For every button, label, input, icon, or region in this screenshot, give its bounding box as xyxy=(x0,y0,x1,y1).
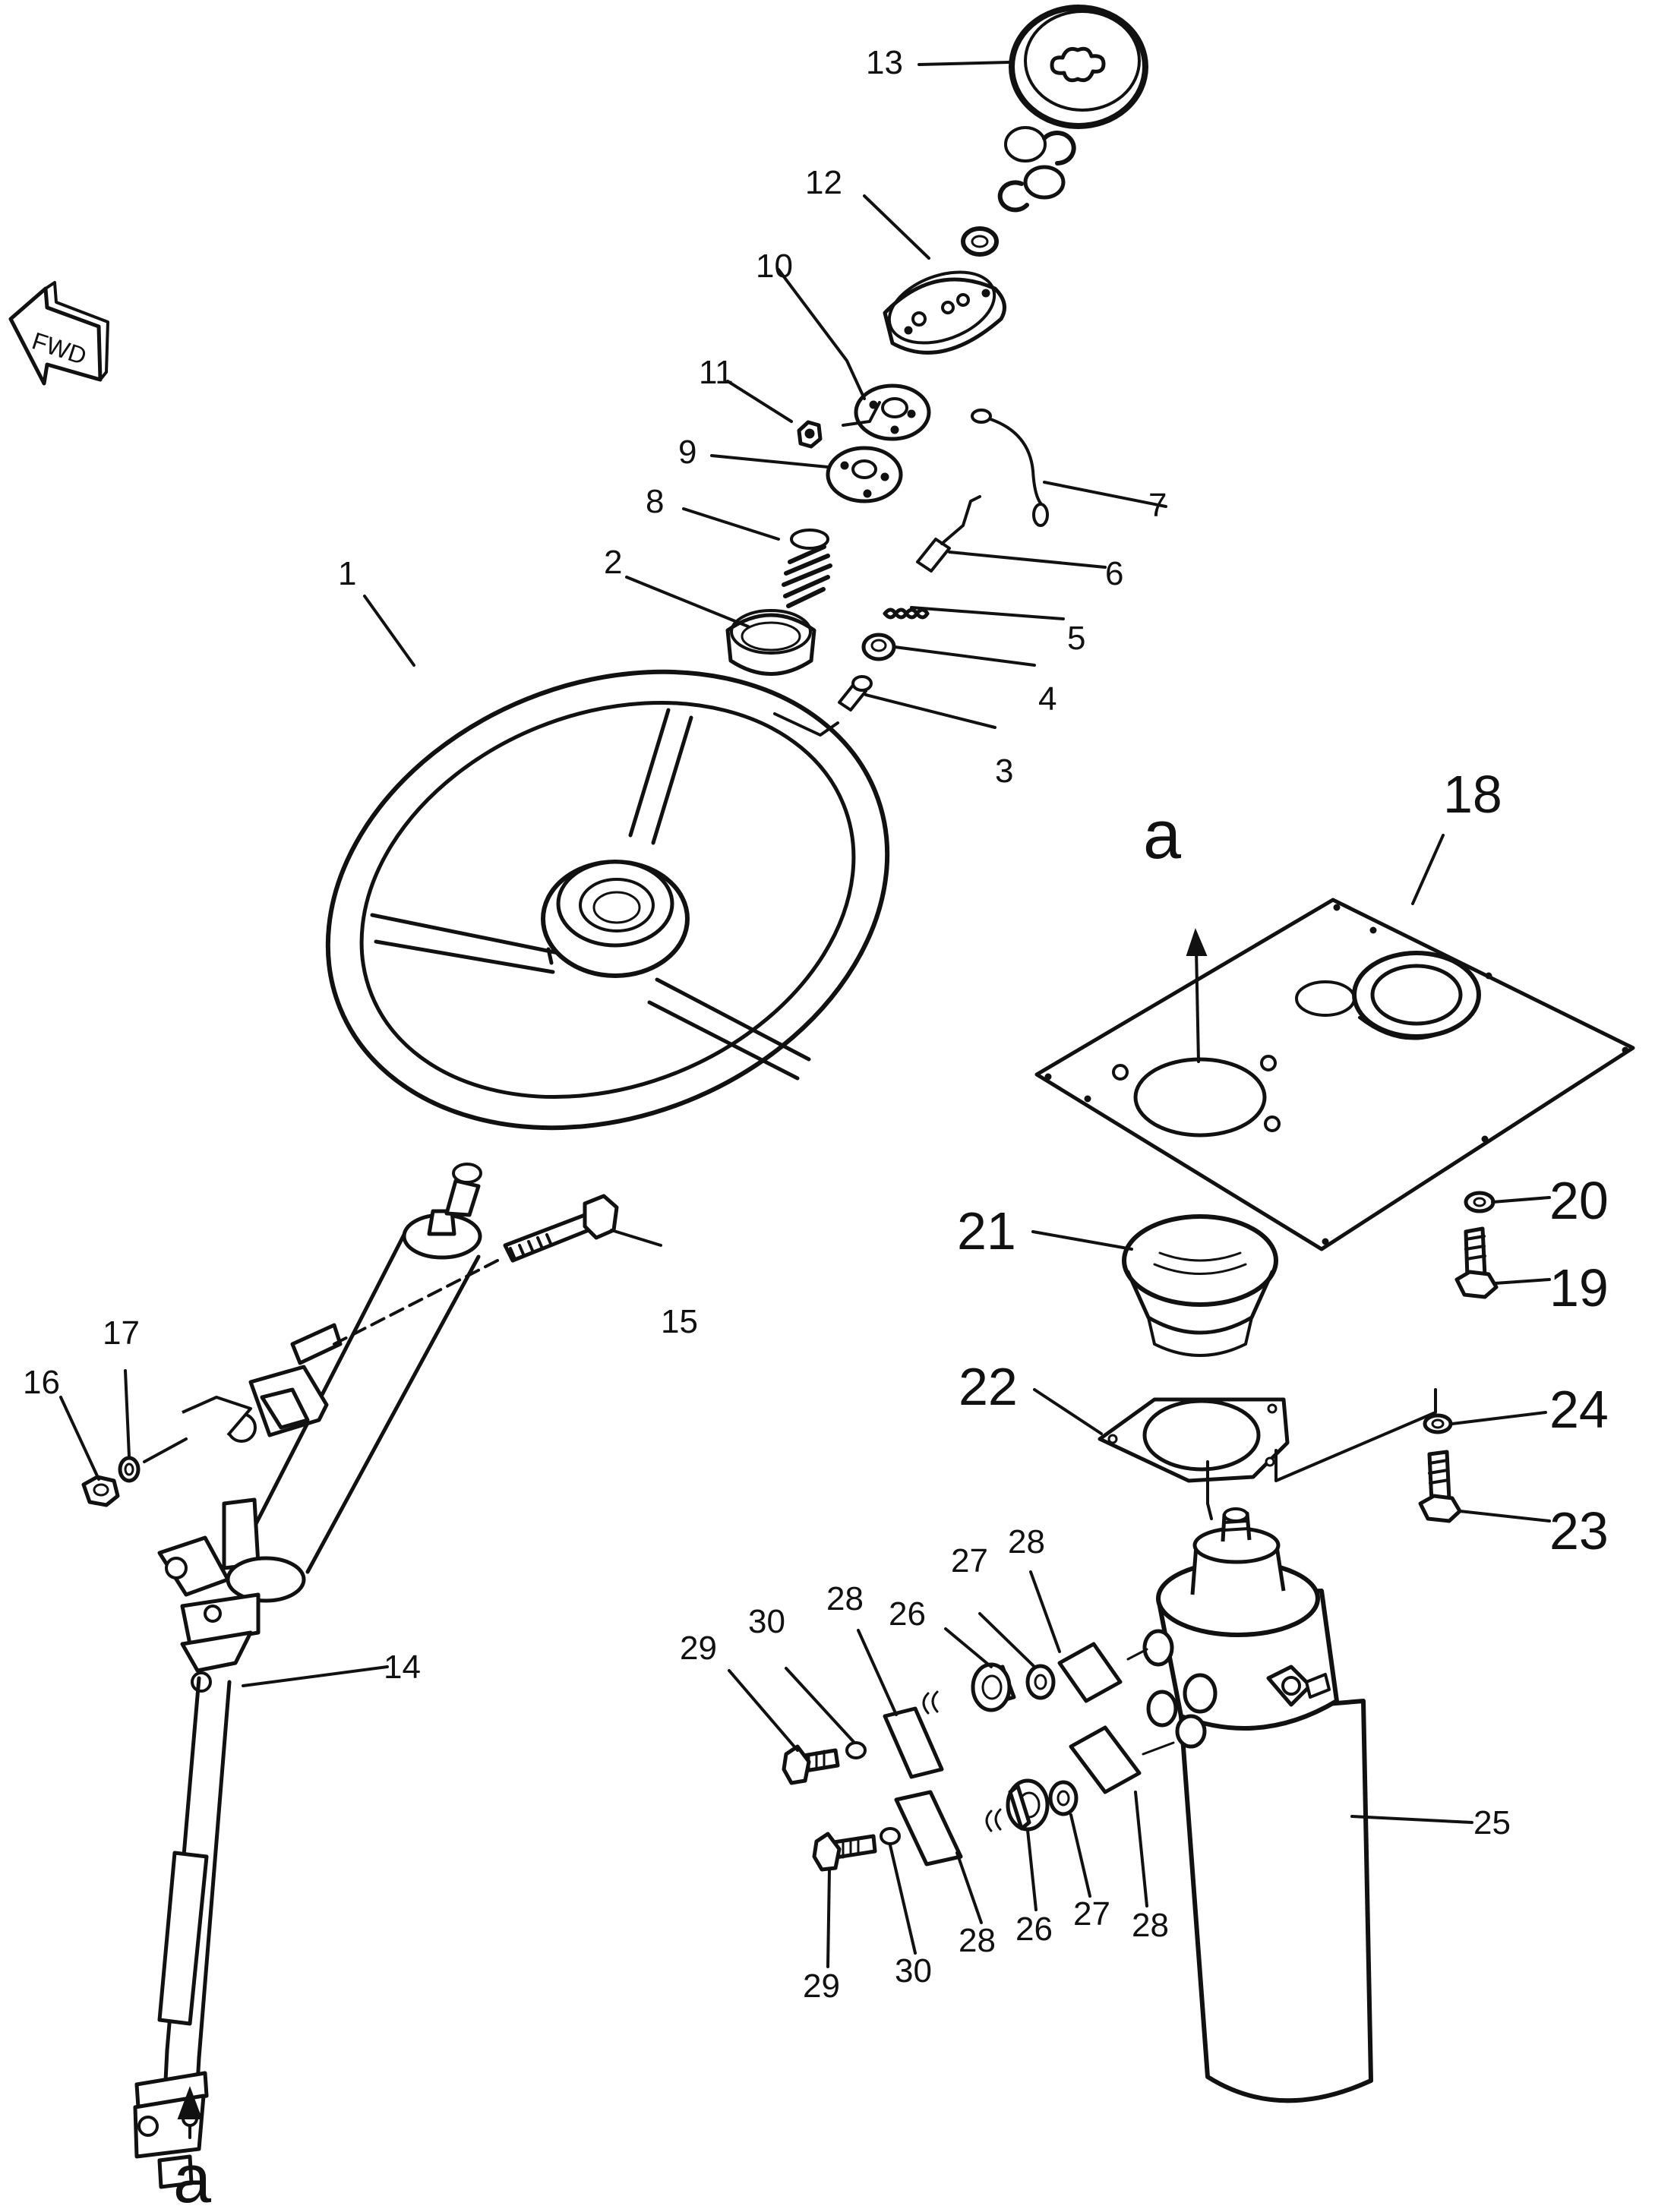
label-20: 20 xyxy=(1549,1171,1609,1230)
part-4-bushing xyxy=(861,633,896,661)
label-28b: 28 xyxy=(826,1580,864,1617)
part-20-washer xyxy=(1464,1191,1496,1213)
label-17: 17 xyxy=(103,1314,140,1352)
label-24: 24 xyxy=(1549,1380,1609,1439)
label-13: 13 xyxy=(866,44,903,81)
ref-letter-bottom: a xyxy=(173,2141,212,2212)
part-13-horn-button xyxy=(1009,5,1148,129)
part-15-bolt xyxy=(503,1194,619,1263)
nut-axis-line xyxy=(143,1437,188,1463)
label-30a: 30 xyxy=(748,1603,785,1640)
bolt-axis-dash xyxy=(333,1259,499,1346)
label-1: 1 xyxy=(338,555,356,592)
part-14-column xyxy=(133,1163,482,2189)
label-5: 5 xyxy=(1067,620,1085,657)
label-25: 25 xyxy=(1473,1804,1511,1841)
label-12: 12 xyxy=(805,164,842,201)
fwd-arrow-icon: FWD xyxy=(8,281,109,386)
part-labels: 1 2 3 4 5 6 7 8 9 10 11 12 13 14 15 16 1… xyxy=(23,44,1609,2005)
part-17-washer xyxy=(118,1456,141,1483)
label-27b: 27 xyxy=(1073,1895,1110,1933)
part-16-nut xyxy=(81,1475,120,1507)
steering-wheel xyxy=(325,669,890,1131)
part-9-plate xyxy=(826,446,903,503)
label-29a: 29 xyxy=(680,1630,717,1667)
label-9: 9 xyxy=(678,434,696,471)
label-6: 6 xyxy=(1105,555,1123,592)
label-14: 14 xyxy=(384,1649,421,1686)
part-19-bolt xyxy=(1454,1226,1499,1299)
part-2-cap xyxy=(725,609,816,676)
label-19: 19 xyxy=(1549,1258,1609,1317)
part-12-horn-base xyxy=(883,270,1006,355)
label-3: 3 xyxy=(995,753,1013,790)
part-24-washer xyxy=(1423,1413,1453,1434)
label-28d: 28 xyxy=(959,1922,996,1959)
part-5-spring xyxy=(883,607,930,620)
part-25-steering-valve xyxy=(1142,1507,1373,2103)
label-8: 8 xyxy=(646,483,664,520)
valve-axis-line xyxy=(1206,1502,1213,1520)
gasket-axis-line xyxy=(1206,1388,1437,1505)
label-7: 7 xyxy=(1148,487,1167,524)
label-18: 18 xyxy=(1443,765,1502,824)
label-27a: 27 xyxy=(951,1542,988,1579)
label-26a: 26 xyxy=(889,1595,926,1633)
part-23-bolt xyxy=(1418,1450,1462,1523)
label-4: 4 xyxy=(1038,680,1056,718)
label-26b: 26 xyxy=(1015,1911,1053,1948)
leader-lines xyxy=(59,61,1551,1968)
upper-port-fittings xyxy=(782,1642,1148,1785)
label-28a: 28 xyxy=(1008,1523,1045,1560)
label-28c: 28 xyxy=(1132,1907,1169,1944)
label-22: 22 xyxy=(959,1357,1018,1416)
part-18-plate xyxy=(1034,898,1635,1251)
label-11: 11 xyxy=(699,354,734,391)
ref-letter-top: a xyxy=(1143,797,1182,873)
horn-rings xyxy=(961,126,1076,257)
part-11-nut xyxy=(797,420,823,449)
part-3-pin xyxy=(838,675,873,712)
label-2: 2 xyxy=(604,544,622,581)
label-30b: 30 xyxy=(895,1952,932,1990)
fwd-label: FWD xyxy=(29,327,90,370)
label-29b: 29 xyxy=(803,1967,840,2005)
lower-port-fittings xyxy=(812,1725,1175,1872)
label-15: 15 xyxy=(661,1303,698,1340)
label-23: 23 xyxy=(1549,1501,1609,1560)
ref-arrow-a-up-bottom: a xyxy=(173,2086,212,2212)
part-22-gasket xyxy=(1098,1397,1290,1483)
part-21-seal xyxy=(1122,1214,1278,1357)
label-16: 16 xyxy=(23,1364,60,1401)
label-21: 21 xyxy=(957,1201,1016,1261)
part-10-plate xyxy=(854,383,931,441)
label-10: 10 xyxy=(756,248,793,285)
part-7-wire xyxy=(971,409,1049,527)
part-6-contact xyxy=(916,495,981,573)
ref-arrow-a-up: a xyxy=(1143,797,1208,1063)
part-8-spring xyxy=(782,529,832,608)
